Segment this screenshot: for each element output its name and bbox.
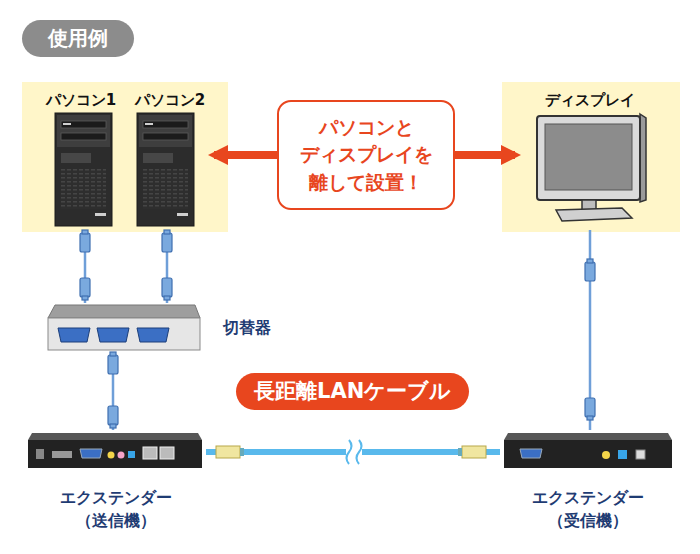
receiver-illustration <box>504 433 672 468</box>
callout-arrow <box>214 151 277 159</box>
node-label: ディスプレイ <box>545 90 635 112</box>
pc-tower-illustration <box>137 113 194 226</box>
pc-tower-illustration <box>55 113 112 226</box>
node-label: 切替器 <box>223 316 271 339</box>
vga-plugs <box>80 230 595 428</box>
switcher-illustration <box>48 305 200 350</box>
transmitter-illustration <box>28 433 202 468</box>
switcher-device: 切替器 <box>45 303 277 352</box>
callout-arrow <box>455 151 515 159</box>
cable-label: 長距離LANケーブル <box>236 373 469 410</box>
node-label: パソコン2 <box>135 90 205 112</box>
cable-break <box>346 438 362 466</box>
pc-tower: パソコン2 <box>126 86 214 230</box>
node-label: エクステンダー （送信機） <box>46 486 186 532</box>
node-label: パソコンと ディスプレイを 離して設置！ <box>291 114 441 197</box>
transmitter-extender: エクステンダー （送信機） <box>26 430 206 536</box>
display-panel <box>502 82 680 232</box>
callout-box: パソコンと ディスプレイを 離して設置！ <box>277 100 455 210</box>
monitor-illustration <box>537 114 646 221</box>
display-monitor: ディスプレイ <box>515 86 665 230</box>
node-label: パソコン1 <box>46 90 116 112</box>
node-label: エクステンダー （受信機） <box>518 486 658 532</box>
pc-tower: パソコン1 <box>36 86 126 230</box>
pc-panel <box>22 82 228 232</box>
diagram-title: 使用例 <box>22 20 134 57</box>
receiver-extender: エクステンダー （受信機） <box>500 430 676 536</box>
